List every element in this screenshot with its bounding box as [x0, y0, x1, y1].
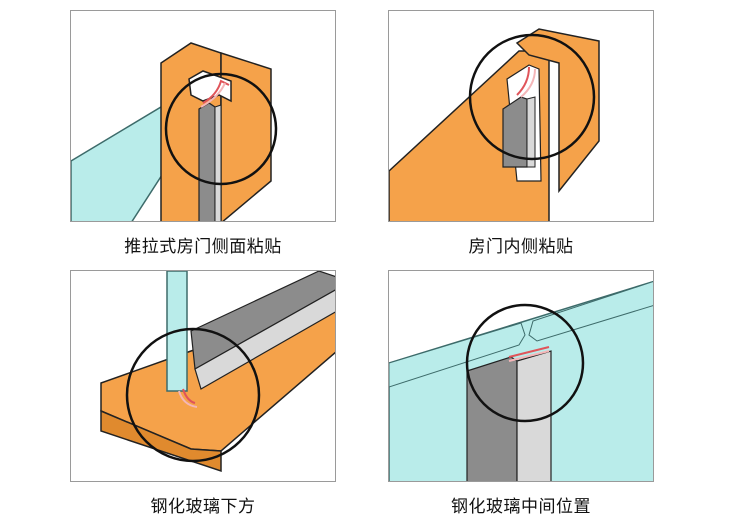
seal-adhesive [202, 79, 230, 104]
highlight-circle [465, 303, 585, 423]
sealing-strip-side [194, 289, 335, 390]
glass-edge-right [528, 281, 653, 342]
sealing-strip [198, 102, 216, 221]
diagram-panel-door-inner [388, 10, 654, 222]
seal-adhesive-inner [200, 82, 226, 108]
caption-4: 钢化玻璃中间位置 [451, 497, 591, 517]
tempered-glass-middle-illustration [389, 280, 653, 481]
caption-1: 推拉式房门侧面粘贴 [124, 237, 282, 257]
seal-adhesive [182, 388, 196, 404]
sealing-strip-edge [214, 104, 222, 221]
diagram-panel-sliding-door-side [70, 10, 336, 222]
tempered-glass-bottom-illustration [100, 271, 335, 473]
glass-panel [71, 99, 172, 221]
glass-edge-left [389, 322, 526, 388]
seal-adhesive [516, 66, 530, 96]
caption-2: 房门内侧粘贴 [468, 237, 574, 257]
door-frame [515, 28, 600, 194]
seal-adhesive-inner [508, 350, 550, 362]
door-inner-side-illustration [389, 28, 600, 221]
diagram-panel-glass-bottom [70, 270, 336, 482]
highlight-circle [468, 33, 596, 161]
highlight-circle [164, 72, 278, 186]
highlight-circle [125, 327, 261, 463]
sliding-door-side-illustration [71, 42, 278, 221]
diagram-panel-glass-middle [388, 270, 654, 482]
door-frame-side [220, 51, 272, 221]
sealing-strip-top [190, 271, 335, 370]
sealing-strip-edge [526, 96, 536, 168]
seal-adhesive [508, 346, 550, 358]
seal-adhesive-inner [520, 68, 536, 98]
floor-base-front [100, 409, 222, 473]
caption-3: 钢化玻璃下方 [150, 497, 256, 517]
seal-adhesive-inner [178, 390, 198, 408]
